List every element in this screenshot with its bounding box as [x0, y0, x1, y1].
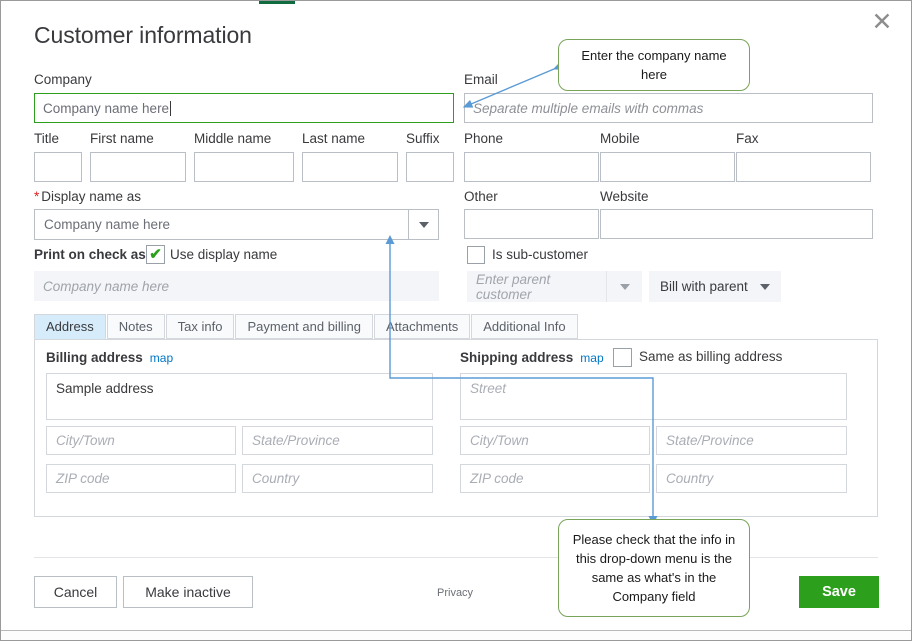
contact-field-input[interactable]: [736, 152, 871, 182]
name-field-label: Middle name: [194, 131, 272, 146]
shipping-country-placeholder: Country: [666, 471, 714, 486]
brand-accent-bar: [259, 1, 295, 4]
shipping-zip-placeholder: ZIP code: [470, 471, 524, 486]
name-field-label: First name: [90, 131, 154, 146]
cancel-button[interactable]: Cancel: [34, 576, 117, 608]
bill-with-parent-value: Bill with parent: [660, 279, 748, 294]
shipping-city-input[interactable]: City/Town: [460, 426, 650, 455]
shipping-street-placeholder: Street: [470, 381, 507, 396]
same-as-billing-label: Same as billing address: [639, 349, 783, 364]
shipping-map-link[interactable]: map: [580, 351, 604, 365]
contact-field-label: Phone: [464, 131, 504, 146]
contact-field-input[interactable]: [464, 152, 599, 182]
billing-city-input[interactable]: City/Town: [46, 426, 236, 455]
close-icon[interactable]: ✕: [871, 7, 893, 36]
is-sub-customer-label: Is sub-customer: [492, 247, 589, 262]
tab-tax-info[interactable]: Tax info: [165, 314, 235, 339]
chevron-down-icon: [418, 221, 429, 228]
display-name-dropdown-button[interactable]: [408, 209, 439, 240]
footer-divider: [34, 557, 878, 558]
shipping-state-input[interactable]: State/Province: [656, 426, 847, 455]
make-inactive-button[interactable]: Make inactive: [123, 576, 253, 608]
callout-dropdown-check: Please check that the info in this drop-…: [558, 519, 750, 617]
tab-address[interactable]: Address: [34, 314, 106, 339]
required-marker: *: [34, 189, 40, 204]
billing-street-value: Sample address: [56, 381, 154, 396]
window-bottom-strip: [1, 630, 911, 640]
display-name-combobox[interactable]: Company name here: [34, 209, 439, 240]
contact-field-input[interactable]: [600, 152, 735, 182]
parent-customer-placeholder: Enter parent customer: [467, 271, 606, 302]
page-title: Customer information: [34, 22, 252, 48]
is-sub-customer-checkbox[interactable]: [467, 246, 485, 264]
name-field-input[interactable]: [302, 152, 398, 182]
billing-zip-input[interactable]: ZIP code: [46, 464, 236, 493]
shipping-zip-input[interactable]: ZIP code: [460, 464, 650, 493]
billing-country-input[interactable]: Country: [242, 464, 433, 493]
shipping-country-input[interactable]: Country: [656, 464, 847, 493]
tab-notes[interactable]: Notes: [106, 314, 165, 339]
shipping-city-placeholder: City/Town: [470, 433, 529, 448]
display-name-label-text: Display name as: [41, 189, 142, 204]
parent-customer-combobox: Enter parent customer: [467, 271, 642, 302]
other-input[interactable]: [464, 209, 599, 239]
chevron-down-icon: [760, 283, 770, 290]
print-on-check-value: Company name here: [43, 278, 170, 294]
tab-additional-info[interactable]: Additional Info: [471, 314, 578, 339]
name-field-input[interactable]: [34, 152, 82, 182]
name-field-label: Title: [34, 131, 60, 146]
billing-state-input[interactable]: State/Province: [242, 426, 433, 455]
address-tab-panel: Billing address map Shipping address map S…: [34, 339, 878, 517]
name-field-input[interactable]: [194, 152, 294, 182]
display-name-value[interactable]: Company name here: [34, 209, 408, 240]
billing-address-heading-text: Billing address: [46, 350, 143, 365]
bottom-ghost-text: [61, 631, 911, 637]
billing-zip-placeholder: ZIP code: [56, 471, 110, 486]
billing-street-input[interactable]: Sample address: [46, 373, 433, 420]
callout-company-name: Enter the company name here: [558, 39, 750, 91]
use-display-name-label: Use display name: [170, 247, 278, 262]
tab-payment-and-billing[interactable]: Payment and billing: [235, 314, 373, 339]
company-input[interactable]: Company name here: [34, 93, 454, 123]
parent-customer-dropdown-button: [606, 271, 642, 302]
name-field-label: Last name: [302, 131, 366, 146]
billing-city-placeholder: City/Town: [56, 433, 115, 448]
name-field-input[interactable]: [406, 152, 454, 182]
check-icon: ✔: [149, 246, 162, 263]
bill-with-parent-select: Bill with parent: [649, 271, 781, 302]
use-display-name-checkbox[interactable]: ✔: [146, 245, 165, 264]
billing-country-placeholder: Country: [252, 471, 300, 486]
name-field-input[interactable]: [90, 152, 186, 182]
shipping-address-heading-text: Shipping address: [460, 350, 574, 365]
contact-field-label: Mobile: [600, 131, 640, 146]
print-on-check-label: Print on check as: [34, 247, 146, 262]
privacy-link[interactable]: Privacy: [437, 587, 474, 599]
email-placeholder: Separate multiple emails with commas: [473, 100, 704, 116]
website-label: Website: [600, 189, 649, 204]
email-label: Email: [464, 72, 498, 87]
website-input[interactable]: [600, 209, 873, 239]
save-button[interactable]: Save: [799, 576, 879, 608]
display-name-label: *Display name as: [34, 189, 141, 204]
tab-attachments[interactable]: Attachments: [373, 314, 471, 339]
chevron-down-icon: [619, 283, 630, 290]
billing-map-link[interactable]: map: [149, 351, 174, 365]
email-input[interactable]: Separate multiple emails with commas: [464, 93, 873, 123]
billing-address-heading: Billing address map: [46, 350, 173, 365]
billing-state-placeholder: State/Province: [252, 433, 340, 448]
company-label: Company: [34, 72, 92, 87]
name-field-label: Suffix: [406, 131, 440, 146]
contact-field-label: Fax: [736, 131, 759, 146]
company-input-value: Company name here: [43, 100, 170, 116]
same-as-billing-checkbox[interactable]: [613, 348, 632, 367]
print-on-check-input: Company name here: [34, 271, 439, 301]
shipping-address-heading: Shipping address map: [460, 350, 604, 365]
shipping-state-placeholder: State/Province: [666, 433, 754, 448]
other-label: Other: [464, 189, 498, 204]
shipping-street-input[interactable]: Street: [460, 373, 847, 420]
